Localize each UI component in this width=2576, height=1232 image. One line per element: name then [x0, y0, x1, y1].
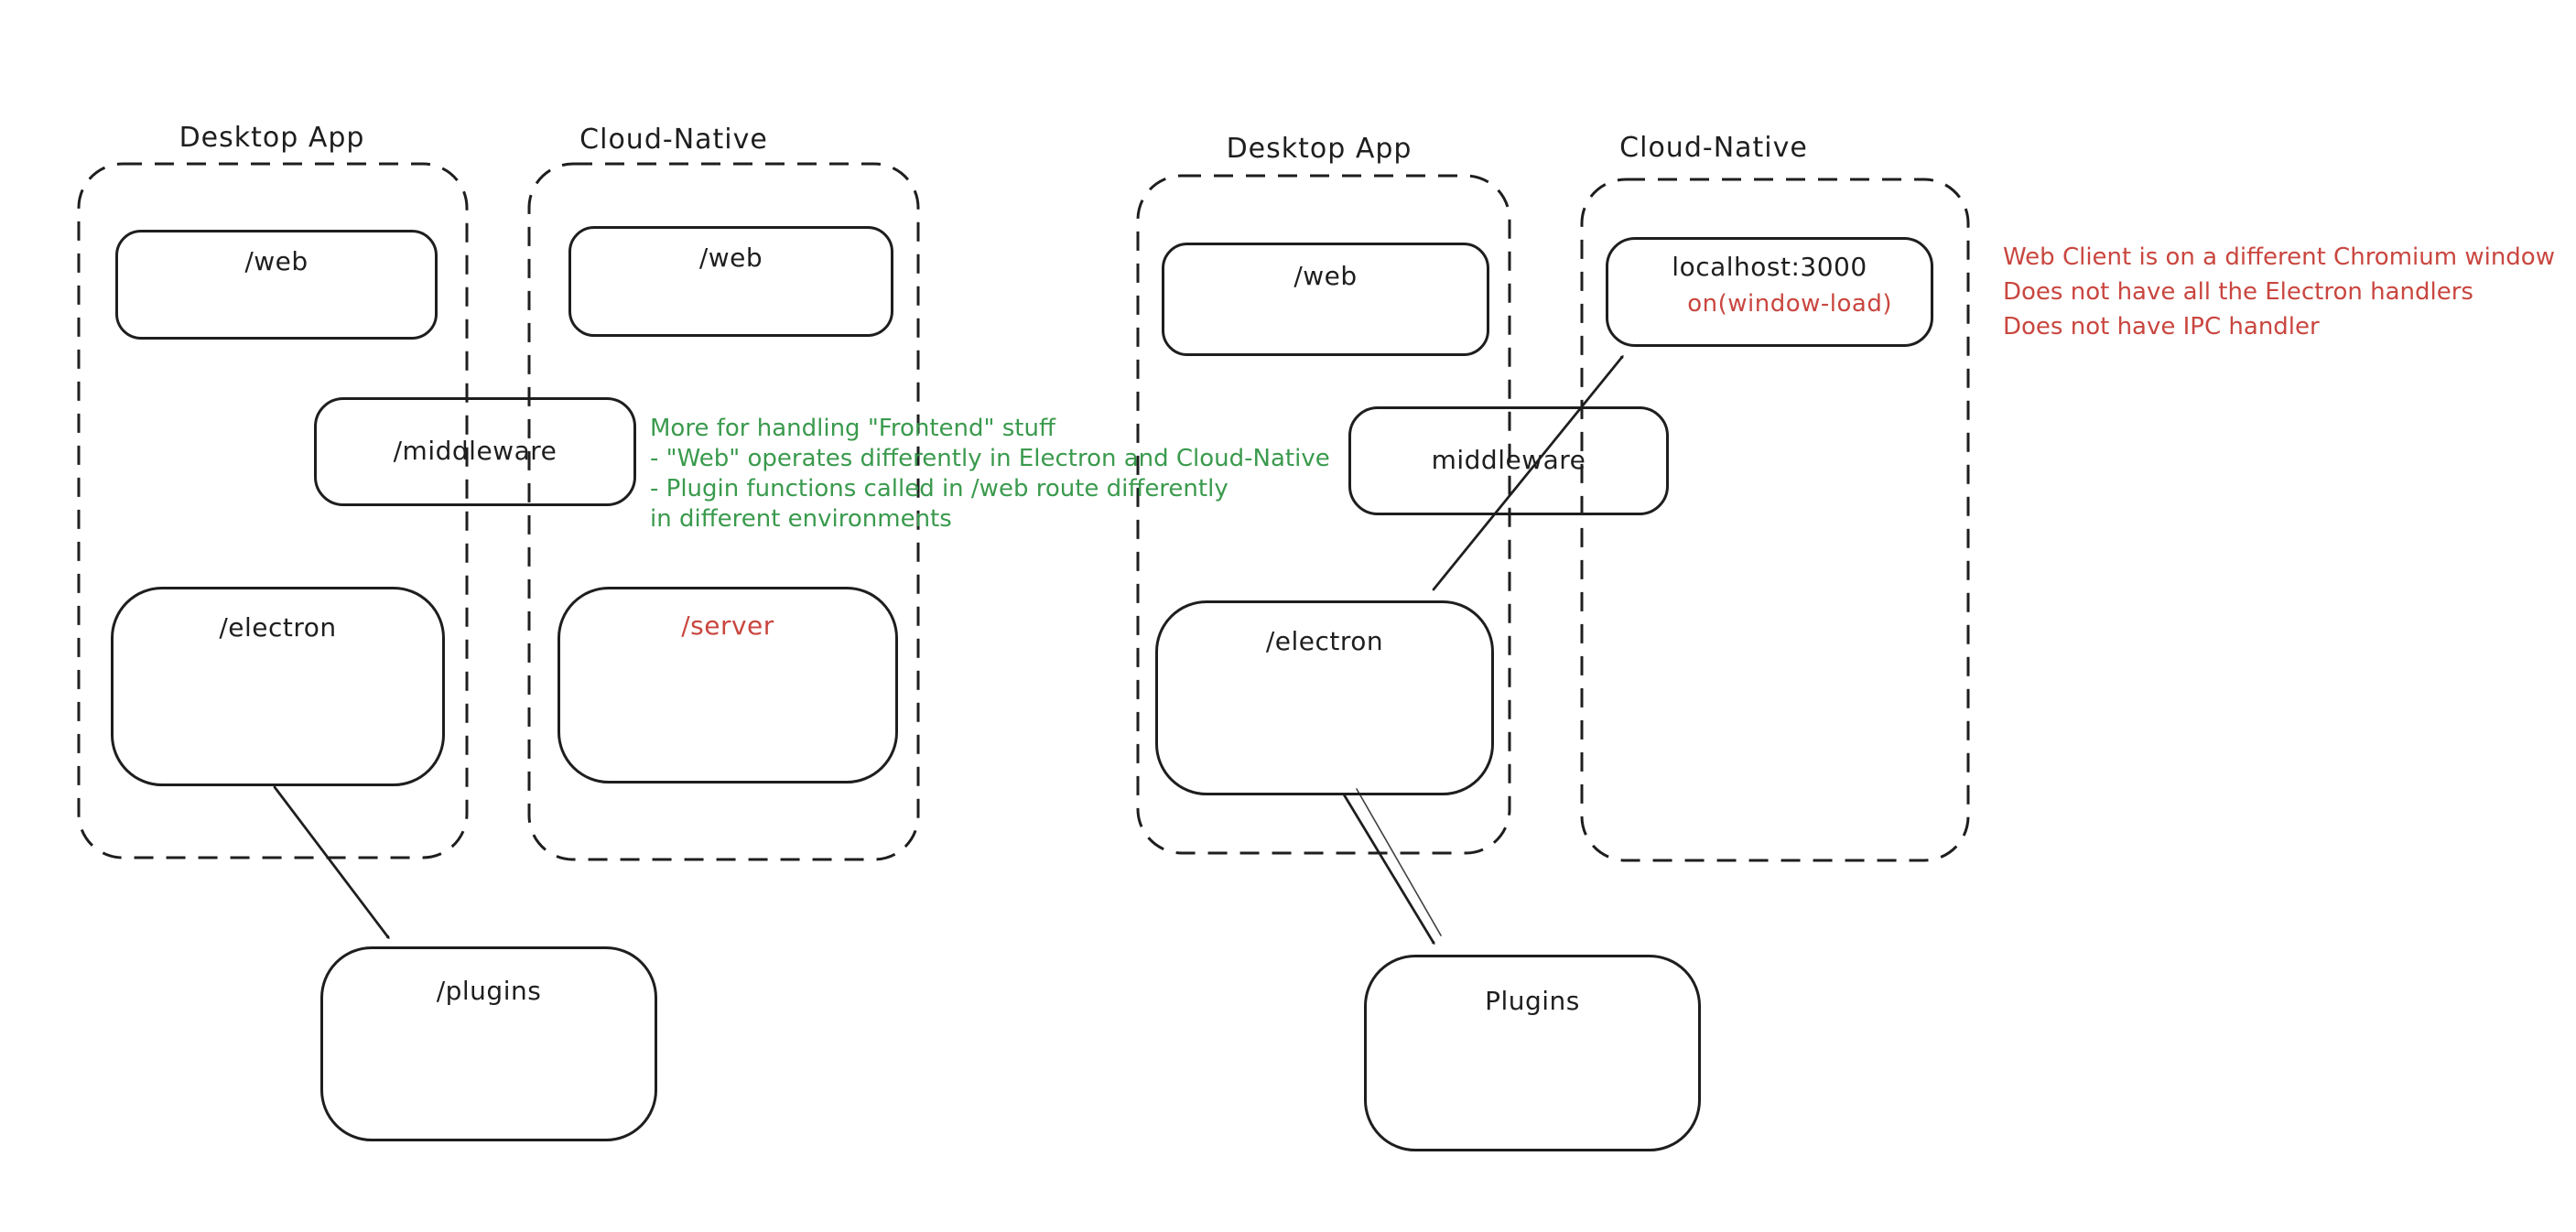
note-web-client-line-3: Does not have IPC handler [2003, 313, 2320, 340]
node-electron-left: /electron [111, 587, 445, 786]
container-cloud-left [527, 162, 920, 861]
label-desktop-app-left: Desktop App [179, 122, 365, 154]
arrow-electron-to-plugins-right [1342, 793, 1435, 943]
arrow-electron-to-plugins-right-stroke [1356, 788, 1442, 936]
node-middleware-left-label: /middleware [393, 436, 557, 467]
note-frontend-line-1: More for handling "Frontend" stuff [650, 415, 1055, 442]
node-plugins-left-label: /plugins [436, 976, 542, 1006]
node-plugins-left: /plugins [320, 946, 657, 1141]
note-web-client-line-2: Does not have all the Electron handlers [2003, 278, 2473, 306]
arrow-electron-to-localhost [1432, 357, 1622, 591]
node-localhost-3000-label: localhost:3000 [1672, 252, 1867, 282]
note-frontend-stuff: More for handling "Frontend" stuff - "We… [650, 414, 1330, 535]
arrow-electron-to-plugins-left [273, 785, 388, 937]
node-localhost-3000: localhost:3000 on(window-load) [1606, 237, 1933, 347]
node-server: /server [557, 587, 898, 784]
node-middleware-right-label: middleware [1431, 445, 1586, 476]
node-middleware-left: /middleware [314, 397, 636, 506]
label-cloud-native-right: Cloud-Native [1619, 132, 1808, 164]
label-cloud-native-left: Cloud-Native [579, 124, 768, 156]
note-frontend-line-2: - "Web" operates differently in Electron… [650, 445, 1330, 472]
node-plugins-right-label: Plugins [1485, 986, 1580, 1016]
node-localhost-window-load-label: on(window-load) [1687, 290, 1892, 319]
node-electron-left-label: /electron [219, 612, 337, 643]
node-web-desktop-left-label: /web [244, 246, 308, 276]
note-frontend-line-3: - Plugin functions called in /web route … [650, 475, 1228, 503]
node-web-desktop-left: /web [115, 230, 438, 340]
container-desktop-left [77, 162, 469, 859]
node-plugins-right: Plugins [1364, 955, 1701, 1151]
label-desktop-app-right: Desktop App [1226, 133, 1412, 165]
note-frontend-line-4: in different environments [650, 505, 952, 533]
node-web-cloud-left: /web [568, 226, 893, 337]
note-web-client-line-1: Web Client is on a different Chromium wi… [2003, 243, 2555, 271]
node-electron-right-label: /electron [1265, 626, 1384, 656]
node-middleware-right: middleware [1348, 406, 1669, 515]
node-server-label: /server [681, 611, 774, 641]
node-web-desktop-right: /web [1162, 243, 1489, 356]
node-electron-right: /electron [1155, 600, 1494, 795]
node-web-cloud-left-label: /web [698, 243, 763, 273]
note-web-client: Web Client is on a different Chromium wi… [2003, 240, 2555, 344]
node-web-desktop-right-label: /web [1293, 261, 1358, 291]
